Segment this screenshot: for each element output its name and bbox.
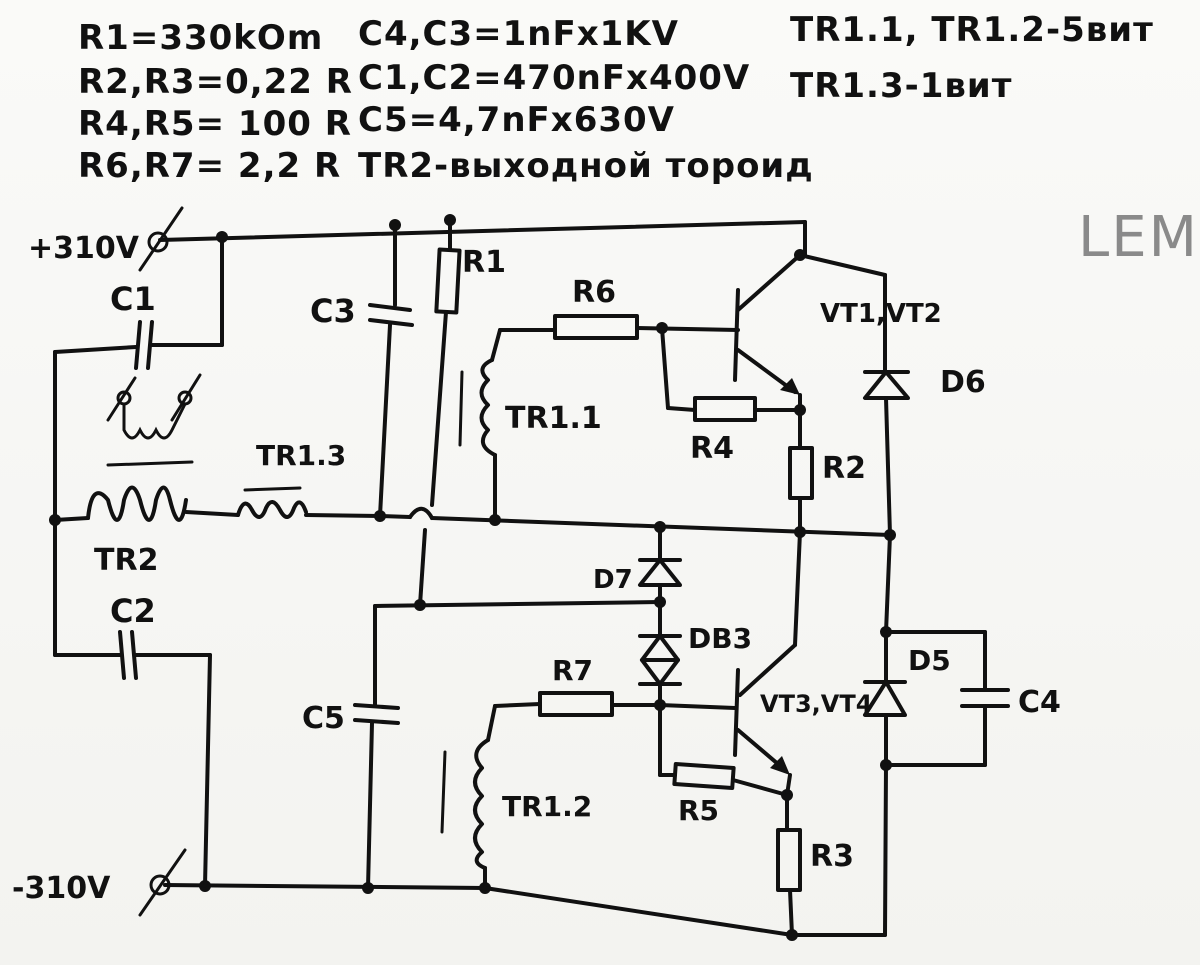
tr12-label: TR1.2 (502, 790, 592, 823)
note-tr11-tr12: TR1.1, TR1.2-5вит (790, 10, 1154, 50)
positive-terminal: +310V (28, 206, 184, 272)
resistor-r2: R2 (788, 408, 866, 534)
capacitor-c1: C1 (53, 235, 224, 370)
diode-d5: D5 (863, 630, 951, 771)
resistor-r5: R5 (658, 703, 793, 827)
note-c4-c3: C4,C3=1nFx1KV (358, 14, 679, 54)
resistor-r6: R6 (553, 275, 740, 340)
diac-db3: DB3 (638, 622, 752, 711)
note-r6-r7: R6,R7= 2,2 R (78, 146, 342, 186)
c3-label: C3 (310, 292, 356, 330)
resistor-r4: R4 (660, 326, 806, 466)
diode-d6: D6 (798, 253, 986, 537)
db3-label: DB3 (688, 622, 752, 655)
r4-label: R4 (690, 431, 734, 466)
negative-terminal-label: -310V (12, 871, 111, 906)
note-tr13: TR1.3-1вит (790, 66, 1013, 106)
note-tr2: TR2-выходной тороид (358, 146, 814, 186)
note-c1-c2: C1,C2=470nFx400V (358, 58, 751, 98)
transistor-vt1-vt2: VT1,VT2 (733, 253, 942, 412)
tr2-label: TR2 (94, 543, 158, 578)
r3-label: R3 (810, 839, 854, 874)
author-signature: LEM (1078, 205, 1199, 270)
transformer-tr12: TR1.2 (440, 704, 592, 894)
positive-terminal-label: +310V (28, 231, 140, 266)
d6-label: D6 (940, 365, 986, 400)
vt34-label: VT3,VT4 (760, 690, 872, 718)
c2-label: C2 (110, 592, 156, 630)
d7-label: D7 (593, 565, 633, 595)
transformer-tr2: TR2 (86, 460, 240, 578)
vt12-label: VT1,VT2 (820, 299, 942, 329)
resistor-r7: R7 (493, 654, 737, 717)
transformer-tr11: TR1.1 (458, 328, 602, 522)
capacitor-c5: C5 (302, 701, 400, 890)
diode-d7: D7 (593, 525, 682, 638)
c4-label: C4 (1018, 685, 1061, 720)
r1-c5-link (373, 528, 662, 707)
note-r2-r3: R2,R3=0,22 R (78, 62, 353, 102)
small-coil (106, 373, 202, 440)
r7-label: R7 (552, 654, 593, 687)
r5-label: R5 (678, 794, 719, 827)
left-rail (49, 350, 90, 657)
capacitor-c2: C2 (53, 592, 212, 888)
c5-label: C5 (302, 701, 345, 736)
resistor-r3: R3 (776, 793, 854, 941)
transistor-vt3-vt4: VT3,VT4 (733, 530, 872, 797)
tr13-label: TR1.3 (256, 439, 346, 472)
negative-rail (163, 880, 887, 937)
r2-label: R2 (822, 451, 866, 486)
capacitor-c3: C3 (310, 223, 414, 518)
c1-label: C1 (110, 280, 156, 318)
tr11-label: TR1.1 (505, 401, 602, 436)
transformer-tr13: TR1.3 (236, 439, 346, 519)
note-r4-r5: R4,R5= 100 R (78, 104, 352, 144)
r6-label: R6 (572, 275, 616, 310)
capacitor-c4: C4 (884, 685, 1061, 767)
negative-terminal: -310V (12, 848, 187, 917)
note-r1: R1=330kOm (78, 18, 324, 58)
r1-label: R1 (462, 245, 506, 280)
note-c5: C5=4,7nFx630V (358, 100, 675, 140)
right-rail-lower (883, 763, 888, 937)
resistor-r1: R1 (430, 218, 506, 507)
mid-rail (304, 506, 896, 541)
d5-label: D5 (908, 644, 951, 677)
